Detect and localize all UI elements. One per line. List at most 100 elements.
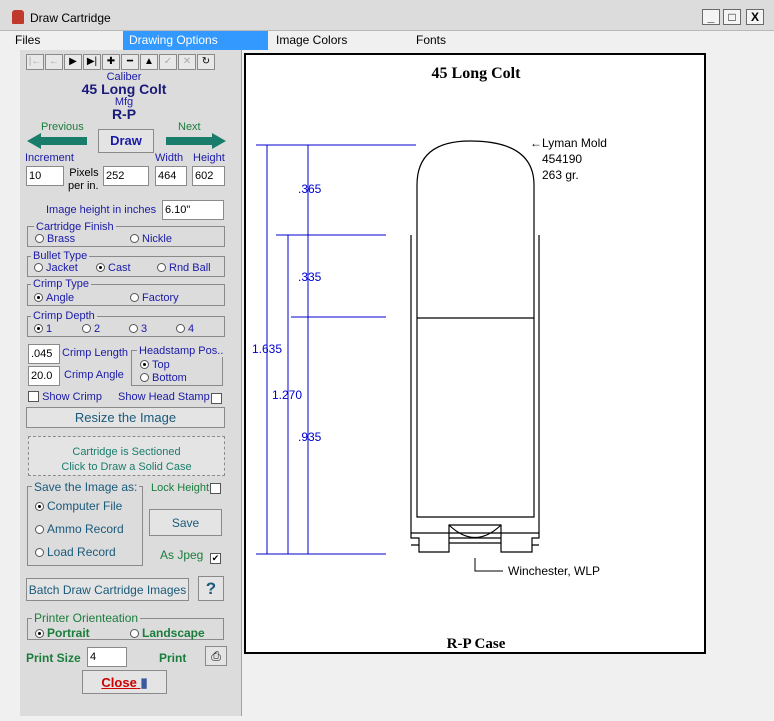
print-label: Print <box>159 651 187 665</box>
show-head-stamp-checkbox[interactable] <box>211 391 222 405</box>
close-button[interactable]: Close ▮ <box>82 670 167 694</box>
menu-image-colors[interactable]: Image Colors <box>276 33 348 47</box>
dim-365: .365 <box>298 182 322 196</box>
bullet-outline <box>416 140 535 232</box>
headstamp-group-label: Headstamp Pos.. <box>137 345 226 357</box>
landscape-radio[interactable]: Landscape <box>130 626 205 640</box>
menu-fonts[interactable]: Fonts <box>416 33 447 47</box>
cancel-record-button[interactable]: ✕ <box>178 54 196 70</box>
caliber-label: Caliber <box>106 71 142 83</box>
height-label: Height <box>193 152 225 164</box>
mfg-label: Mfg <box>114 96 134 108</box>
crimp-angle-input[interactable]: 20.0 <box>28 366 60 386</box>
headstamp-top-radio[interactable]: Top <box>140 359 170 371</box>
close-door-icon: ▮ <box>140 675 148 690</box>
bullet-jacket-radio[interactable]: Jacket <box>34 262 78 274</box>
caliber-value: 45 Long Colt <box>81 81 167 97</box>
dim-335: .335 <box>298 270 322 284</box>
resize-image-button[interactable]: Resize the Image <box>26 407 225 428</box>
bullet-cast-radio[interactable]: Cast <box>96 262 131 274</box>
save-group-label: Save the Image as: <box>32 480 140 494</box>
edit-record-button[interactable]: ▲ <box>140 54 158 70</box>
mold-number: 454190 <box>542 152 582 166</box>
close-window-button[interactable]: X <box>746 9 764 25</box>
menu-bar <box>0 31 774 50</box>
headstamp-bottom-radio[interactable]: Bottom <box>140 372 187 384</box>
title-bar <box>0 0 774 31</box>
finish-brass-radio[interactable]: Brass <box>35 233 75 245</box>
crimp-depth-1-radio[interactable]: 1 <box>34 323 52 335</box>
delete-record-button[interactable]: ━ <box>121 54 139 70</box>
image-height-input[interactable]: 6.10" <box>162 200 224 220</box>
bullet-rnd-ball-radio[interactable]: Rnd Ball <box>157 262 211 274</box>
crimp-type-group-label: Crimp Type <box>31 278 92 290</box>
image-height-label: Image height in inches <box>46 204 157 216</box>
drawing-footer: R-P Case <box>447 636 506 652</box>
bullet-group-label: Bullet Type <box>31 250 90 262</box>
width-label: Width <box>155 152 184 164</box>
mfg-value: R-P <box>111 106 137 122</box>
pixels-per-inch-input[interactable]: 252 <box>103 166 149 186</box>
previous-arrow-icon[interactable] <box>27 133 87 149</box>
print-size-input[interactable]: 4 <box>87 647 127 667</box>
primer-label: Winchester, WLP <box>508 564 600 578</box>
window-title: Draw Cartridge <box>30 11 111 25</box>
case-outline <box>410 235 540 534</box>
prev-record-button[interactable]: ← <box>45 54 63 70</box>
previous-label: Previous <box>41 121 84 133</box>
crimp-length-input[interactable]: .045 <box>28 344 60 364</box>
first-record-button[interactable]: |← <box>26 54 44 70</box>
orientation-group-label: Printer Orienteation <box>32 611 141 625</box>
primer-pointer <box>474 558 503 572</box>
cartridge-drawing: 45 Long Colt R-P Case .365 .335 1.635 1.… <box>252 65 607 652</box>
maximize-button[interactable]: □ <box>723 9 741 25</box>
crimp-depth-group-label: Crimp Depth <box>31 310 97 322</box>
crimp-depth-3-radio[interactable]: 3 <box>129 323 147 335</box>
dim-1635: 1.635 <box>252 342 282 356</box>
increment-label: Increment <box>25 152 74 164</box>
increment-input[interactable]: 10 <box>26 166 64 186</box>
crimp-depth-2-radio[interactable]: 2 <box>82 323 100 335</box>
as-jpeg-checkbox[interactable]: ✔ <box>210 553 221 564</box>
add-record-button[interactable]: ✚ <box>102 54 120 70</box>
menu-drawing-options[interactable]: Drawing Options <box>123 31 268 50</box>
crimp-length-label: Crimp Length <box>62 347 129 359</box>
crimp-depth-4-radio[interactable]: 4 <box>176 323 194 335</box>
save-button[interactable]: Save <box>149 509 222 536</box>
drawing-title: 45 Long Colt <box>432 65 522 82</box>
minimize-button[interactable]: _ <box>702 9 720 25</box>
save-computer-file-radio[interactable]: Computer File <box>35 499 122 513</box>
next-record-button[interactable]: ▶ <box>64 54 82 70</box>
lock-height-checkbox[interactable] <box>210 481 221 495</box>
app-icon <box>12 10 24 24</box>
show-head-stamp-label: Show Head Stamp <box>118 391 210 403</box>
help-button[interactable]: ? <box>198 576 224 601</box>
next-label: Next <box>178 121 201 133</box>
crimp-factory-radio[interactable]: Factory <box>130 292 179 304</box>
next-arrow-icon[interactable] <box>166 133 226 149</box>
batch-draw-button[interactable]: Batch Draw Cartridge Images <box>26 578 189 601</box>
dim-935: .935 <box>298 430 322 444</box>
post-record-button[interactable]: ✓ <box>159 54 177 70</box>
lock-height-label: Lock Height <box>151 482 210 494</box>
finish-group-label: Cartridge Finish <box>34 221 116 233</box>
draw-button[interactable]: Draw <box>98 129 154 153</box>
printer-icon[interactable]: ⎙ <box>205 646 227 666</box>
finish-nickle-radio[interactable]: Nickle <box>130 233 172 245</box>
mold-weight: 263 gr. <box>542 168 579 182</box>
show-crimp-checkbox[interactable]: Show Crimp <box>28 391 102 403</box>
refresh-record-button[interactable]: ↻ <box>197 54 215 70</box>
dim-1270: 1.270 <box>272 388 302 402</box>
width-input[interactable]: 464 <box>155 166 187 186</box>
crimp-angle-radio[interactable]: Angle <box>34 292 74 304</box>
menu-files[interactable]: Files <box>15 33 41 47</box>
crimp-angle-label: Crimp Angle <box>64 369 124 381</box>
save-load-record-radio[interactable]: Load Record <box>35 545 116 559</box>
save-ammo-record-radio[interactable]: Ammo Record <box>35 522 124 536</box>
last-record-button[interactable]: ▶| <box>83 54 101 70</box>
height-input[interactable]: 602 <box>192 166 225 186</box>
portrait-radio[interactable]: Portrait <box>35 626 90 640</box>
as-jpeg-label: As Jpeg <box>160 548 204 562</box>
